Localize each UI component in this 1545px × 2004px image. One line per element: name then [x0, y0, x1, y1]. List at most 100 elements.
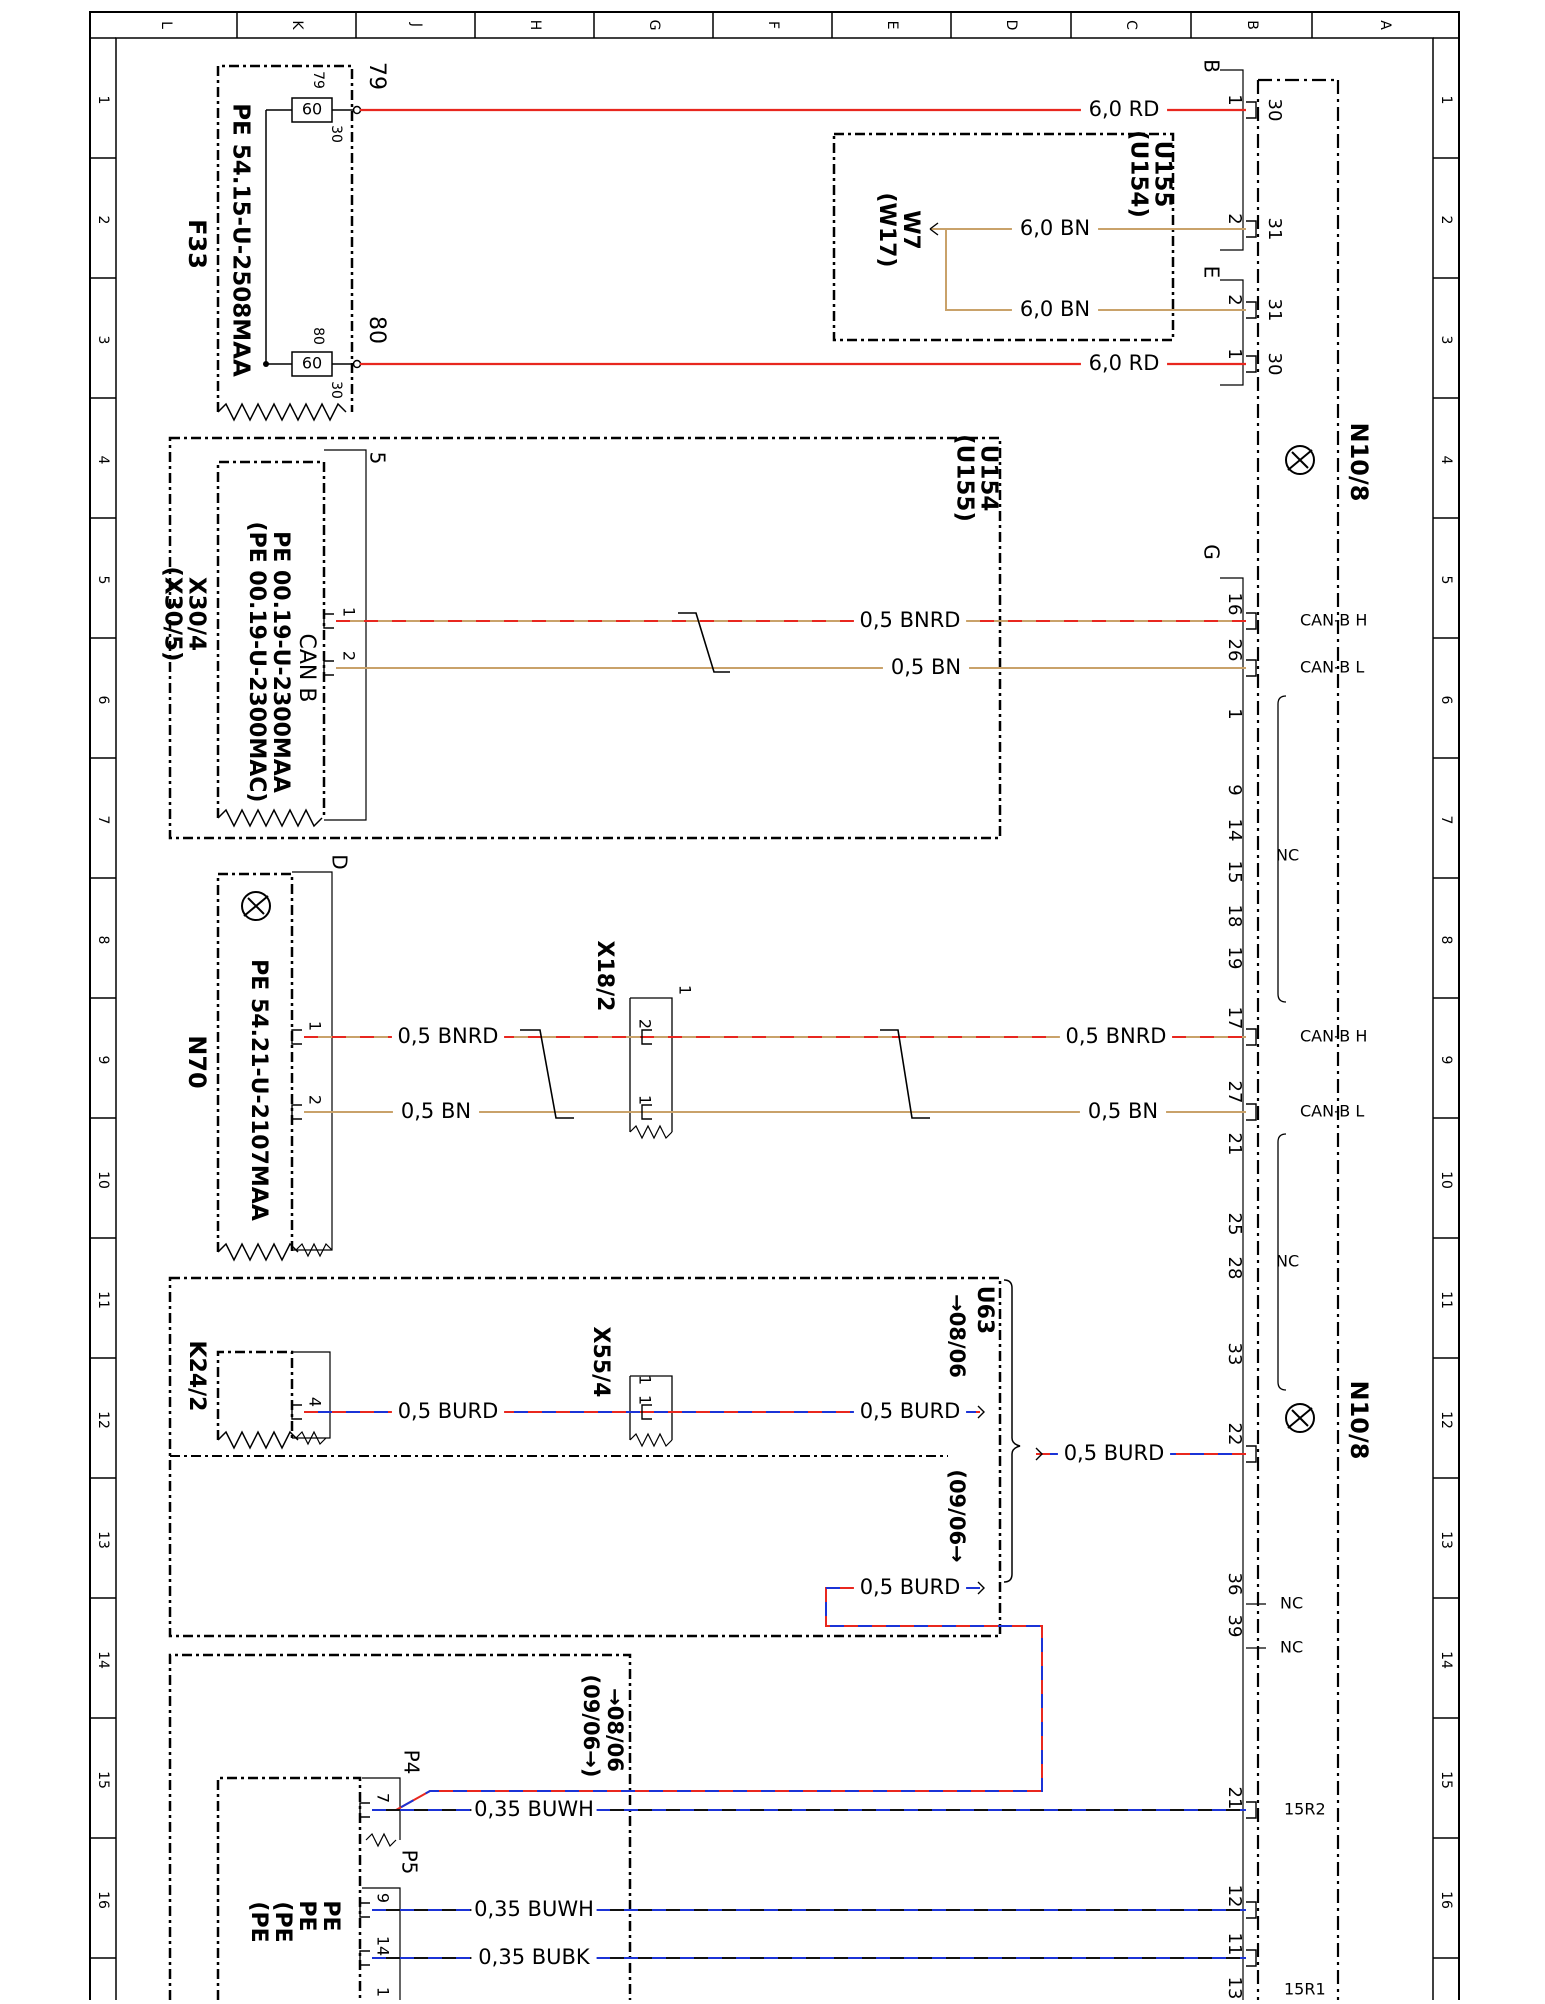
pin-function: NC	[1280, 1638, 1303, 1657]
k24-2-label: K24/2	[184, 1340, 209, 1411]
pin-socket	[359, 1902, 370, 1918]
can-b-label: CAN B	[294, 634, 319, 703]
pin-number: 13	[1224, 1977, 1245, 2000]
pin-number: 31	[1264, 299, 1285, 322]
pin-function: 15R2	[1284, 1800, 1326, 1819]
fuse-pin: 80	[310, 327, 326, 345]
row-number: 15	[95, 1771, 111, 1789]
wire-label: 0,5 BURD	[860, 1399, 961, 1423]
n70-connector-d	[292, 871, 333, 1251]
twisted-pair-marks	[520, 612, 930, 1119]
n10-8-label: N10/8	[1345, 423, 1373, 502]
wire-label: 0,35 BUBK	[478, 1945, 591, 1969]
wire-label: 0,5 BN	[401, 1099, 471, 1123]
transistor-icon	[1285, 445, 1315, 475]
pin-number: 2	[306, 1095, 325, 1105]
row-number: 13	[1438, 1531, 1454, 1549]
k24-2-box	[216, 1350, 294, 1440]
p4-label: P4	[400, 1750, 424, 1775]
x30-4-box	[216, 460, 326, 818]
row-number: 9	[95, 1056, 111, 1065]
row-number: 12	[1438, 1411, 1454, 1429]
pin-number: 4	[306, 1397, 325, 1407]
pin-socket	[1246, 220, 1257, 238]
pin-number: 18	[1224, 905, 1245, 928]
row-number: 8	[95, 936, 111, 945]
pe-stub-label: (PE	[246, 1901, 271, 1942]
u63-label: U63	[972, 1286, 997, 1334]
x55-4-label: X55/4	[588, 1327, 613, 1398]
pin-socket	[1246, 659, 1257, 677]
row-number: 9	[1438, 1056, 1454, 1065]
n10-8-boundary	[1256, 78, 1340, 2000]
w7-label: W7	[898, 210, 923, 250]
arrow-icon	[1035, 1447, 1043, 1461]
connector-brackets	[1220, 69, 1244, 2000]
pin-function: CAN-B H	[1300, 1027, 1367, 1046]
f33-label: F33	[183, 219, 211, 269]
pin-number: 16	[1224, 593, 1245, 616]
wire-label: 6,0 RD	[1089, 97, 1160, 121]
pin-number: 2	[636, 1019, 655, 1029]
transistor-icon	[1285, 1403, 1315, 1433]
pin-socket	[641, 1104, 652, 1120]
u154-label: U154	[976, 445, 1002, 512]
wire-label: 0,5 BNRD	[398, 1024, 499, 1048]
pin-number: 1	[306, 1021, 325, 1031]
row-number: 7	[1438, 816, 1454, 825]
pin-number: 36	[1224, 1573, 1245, 1596]
n70-box	[216, 872, 294, 1252]
pin-number: 30	[1264, 353, 1285, 376]
pin-socket	[359, 1802, 370, 1818]
u63-brace	[1003, 1279, 1021, 1583]
pin-number: 2	[1224, 213, 1245, 224]
fuse-pin: 30	[328, 125, 344, 143]
pin-number: 14	[374, 1936, 393, 1956]
pin-number: 2	[1224, 294, 1245, 305]
row-number: 12	[95, 1411, 111, 1429]
pin-socket	[291, 1104, 302, 1120]
wire-label: 0,5 BURD	[1064, 1441, 1165, 1465]
pin-number: 1	[676, 985, 695, 995]
wire-label: 0,5 BNRD	[1066, 1024, 1167, 1048]
arrow-icon	[977, 1405, 985, 1419]
n70-label: N70	[183, 1035, 211, 1088]
u154-block	[168, 436, 1002, 840]
column-letter: G	[646, 20, 662, 31]
row-number: 14	[1438, 1651, 1454, 1669]
n70-part-number: PE 54.21-U-2107MAA	[246, 959, 271, 1221]
pin-number: 21	[1224, 1787, 1245, 1810]
fuse-rating: 60	[302, 100, 322, 119]
row-number: 10	[1438, 1171, 1454, 1189]
row-number: 4	[1438, 456, 1454, 465]
row-number: 7	[95, 816, 111, 825]
pin-5-label: 5	[366, 452, 390, 465]
pin-number: 17	[1224, 1007, 1245, 1030]
pin-socket	[641, 1404, 652, 1420]
pin-number: 22	[1224, 1423, 1245, 1446]
wire-burd-0906-stripe	[395, 1587, 1043, 1811]
row-number: 10	[95, 1171, 111, 1189]
lower-block	[168, 1653, 632, 2000]
pin-number: 21	[1224, 1133, 1245, 1156]
p5-label: P5	[398, 1850, 422, 1875]
pin-number: 39	[1224, 1615, 1245, 1638]
row-number: 11	[1438, 1291, 1454, 1309]
u155-alt-label: (U154)	[1126, 130, 1152, 218]
pin-socket	[323, 613, 334, 629]
pin-socket	[1246, 1103, 1257, 1121]
row-number: 15	[1438, 1771, 1454, 1789]
pin-80-label: 80	[364, 316, 389, 344]
date-label: (09/06→)	[579, 1675, 603, 1778]
row-number: 11	[95, 1291, 111, 1309]
arrow-icon	[977, 1581, 985, 1595]
wire-label: 0,35 BUWH	[474, 1797, 594, 1821]
pin-number: 1	[374, 1987, 393, 1997]
column-letter: E	[884, 21, 900, 30]
pin-number: 26	[1224, 639, 1245, 662]
pe-stub-label: PE	[294, 1900, 319, 1931]
column-letter: A	[1377, 20, 1393, 30]
pin-socket	[1246, 1445, 1257, 1463]
